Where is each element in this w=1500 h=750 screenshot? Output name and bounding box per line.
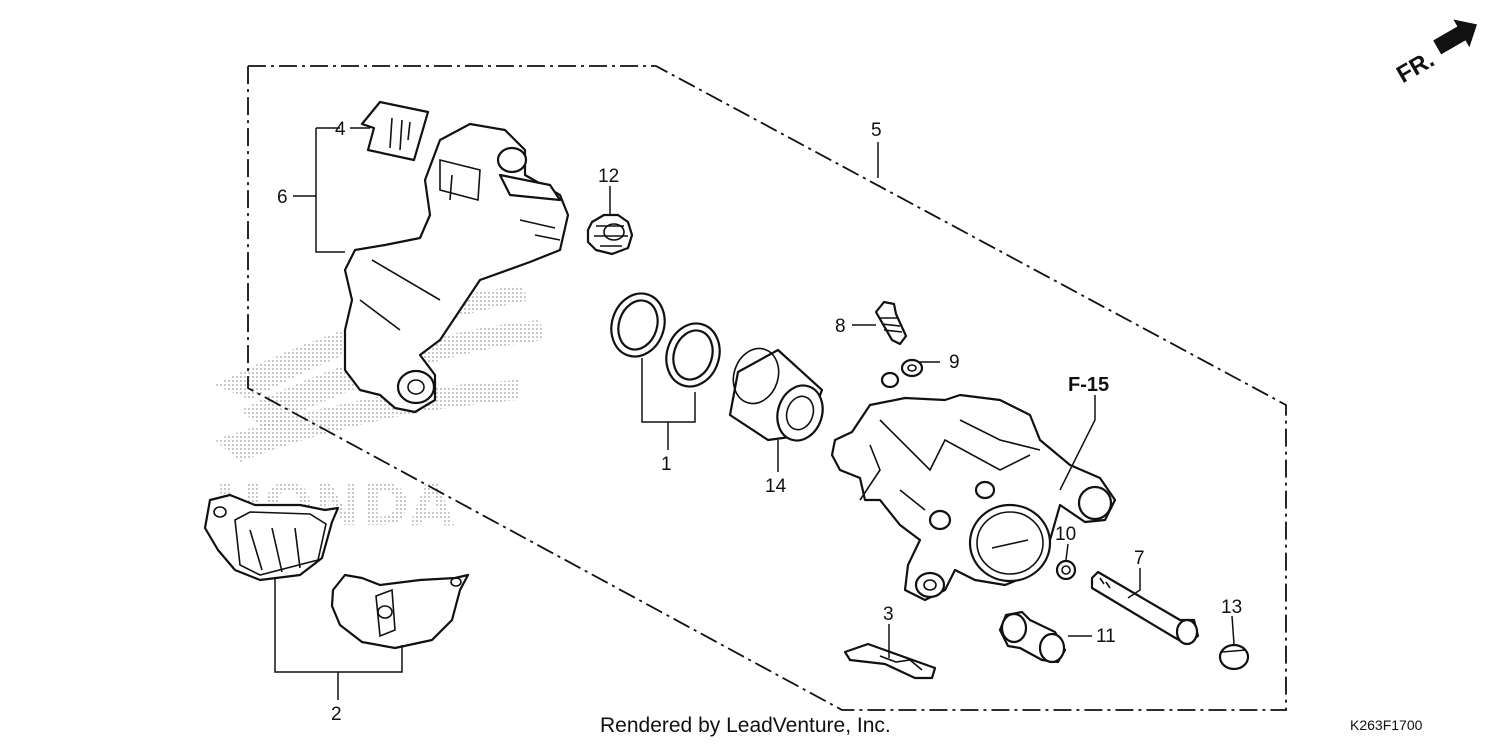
part-7-pin-bolt	[1090, 570, 1200, 646]
callout-8: 8	[835, 316, 846, 337]
part-1-seal-set	[610, 292, 721, 388]
part-6-caliper-bracket	[343, 122, 570, 414]
callout-9: 9	[949, 352, 960, 373]
leader-lines	[274, 127, 1235, 700]
direction-label: FR.	[1392, 46, 1439, 89]
callout-13: 13	[1221, 597, 1242, 618]
assembly-boundary	[247, 65, 1287, 711]
callout-2: 2	[331, 704, 342, 725]
callout-14: 14	[765, 476, 787, 497]
part-10-washer	[1055, 559, 1077, 581]
callout-5: 5	[871, 120, 882, 141]
callouts: 4 6 5 12 8 9 1 14 10 7 11 13 3 2	[277, 119, 1242, 725]
part-8-bleeder	[874, 300, 908, 346]
part-13-cap	[1218, 643, 1250, 671]
part-9-washer	[880, 358, 924, 389]
part-4-pad-spring	[360, 100, 430, 162]
part-12-cap	[586, 213, 634, 256]
callout-7: 7	[1134, 548, 1145, 569]
callout-12: 12	[598, 166, 619, 187]
part-11-bolt	[998, 610, 1067, 664]
part-5-caliper-body	[830, 393, 1117, 602]
callout-6: 6	[277, 187, 288, 208]
arrow-right-icon	[1433, 19, 1477, 55]
figure-reference: F-15	[1068, 374, 1109, 396]
callout-10: 10	[1055, 524, 1076, 545]
callout-11: 11	[1096, 626, 1116, 647]
callout-4: 4	[335, 119, 346, 140]
front-direction-indicator: FR.	[1392, 19, 1477, 89]
part-3-pad-retainer	[843, 642, 937, 680]
callout-1: 1	[661, 454, 672, 475]
diagram-code: K263F1700	[1350, 717, 1423, 733]
part-2-brake-pads	[203, 493, 470, 650]
callout-3: 3	[883, 604, 894, 625]
part-14-piston	[728, 347, 824, 442]
render-credit: Rendered by LeadVenture, Inc.	[600, 714, 891, 737]
